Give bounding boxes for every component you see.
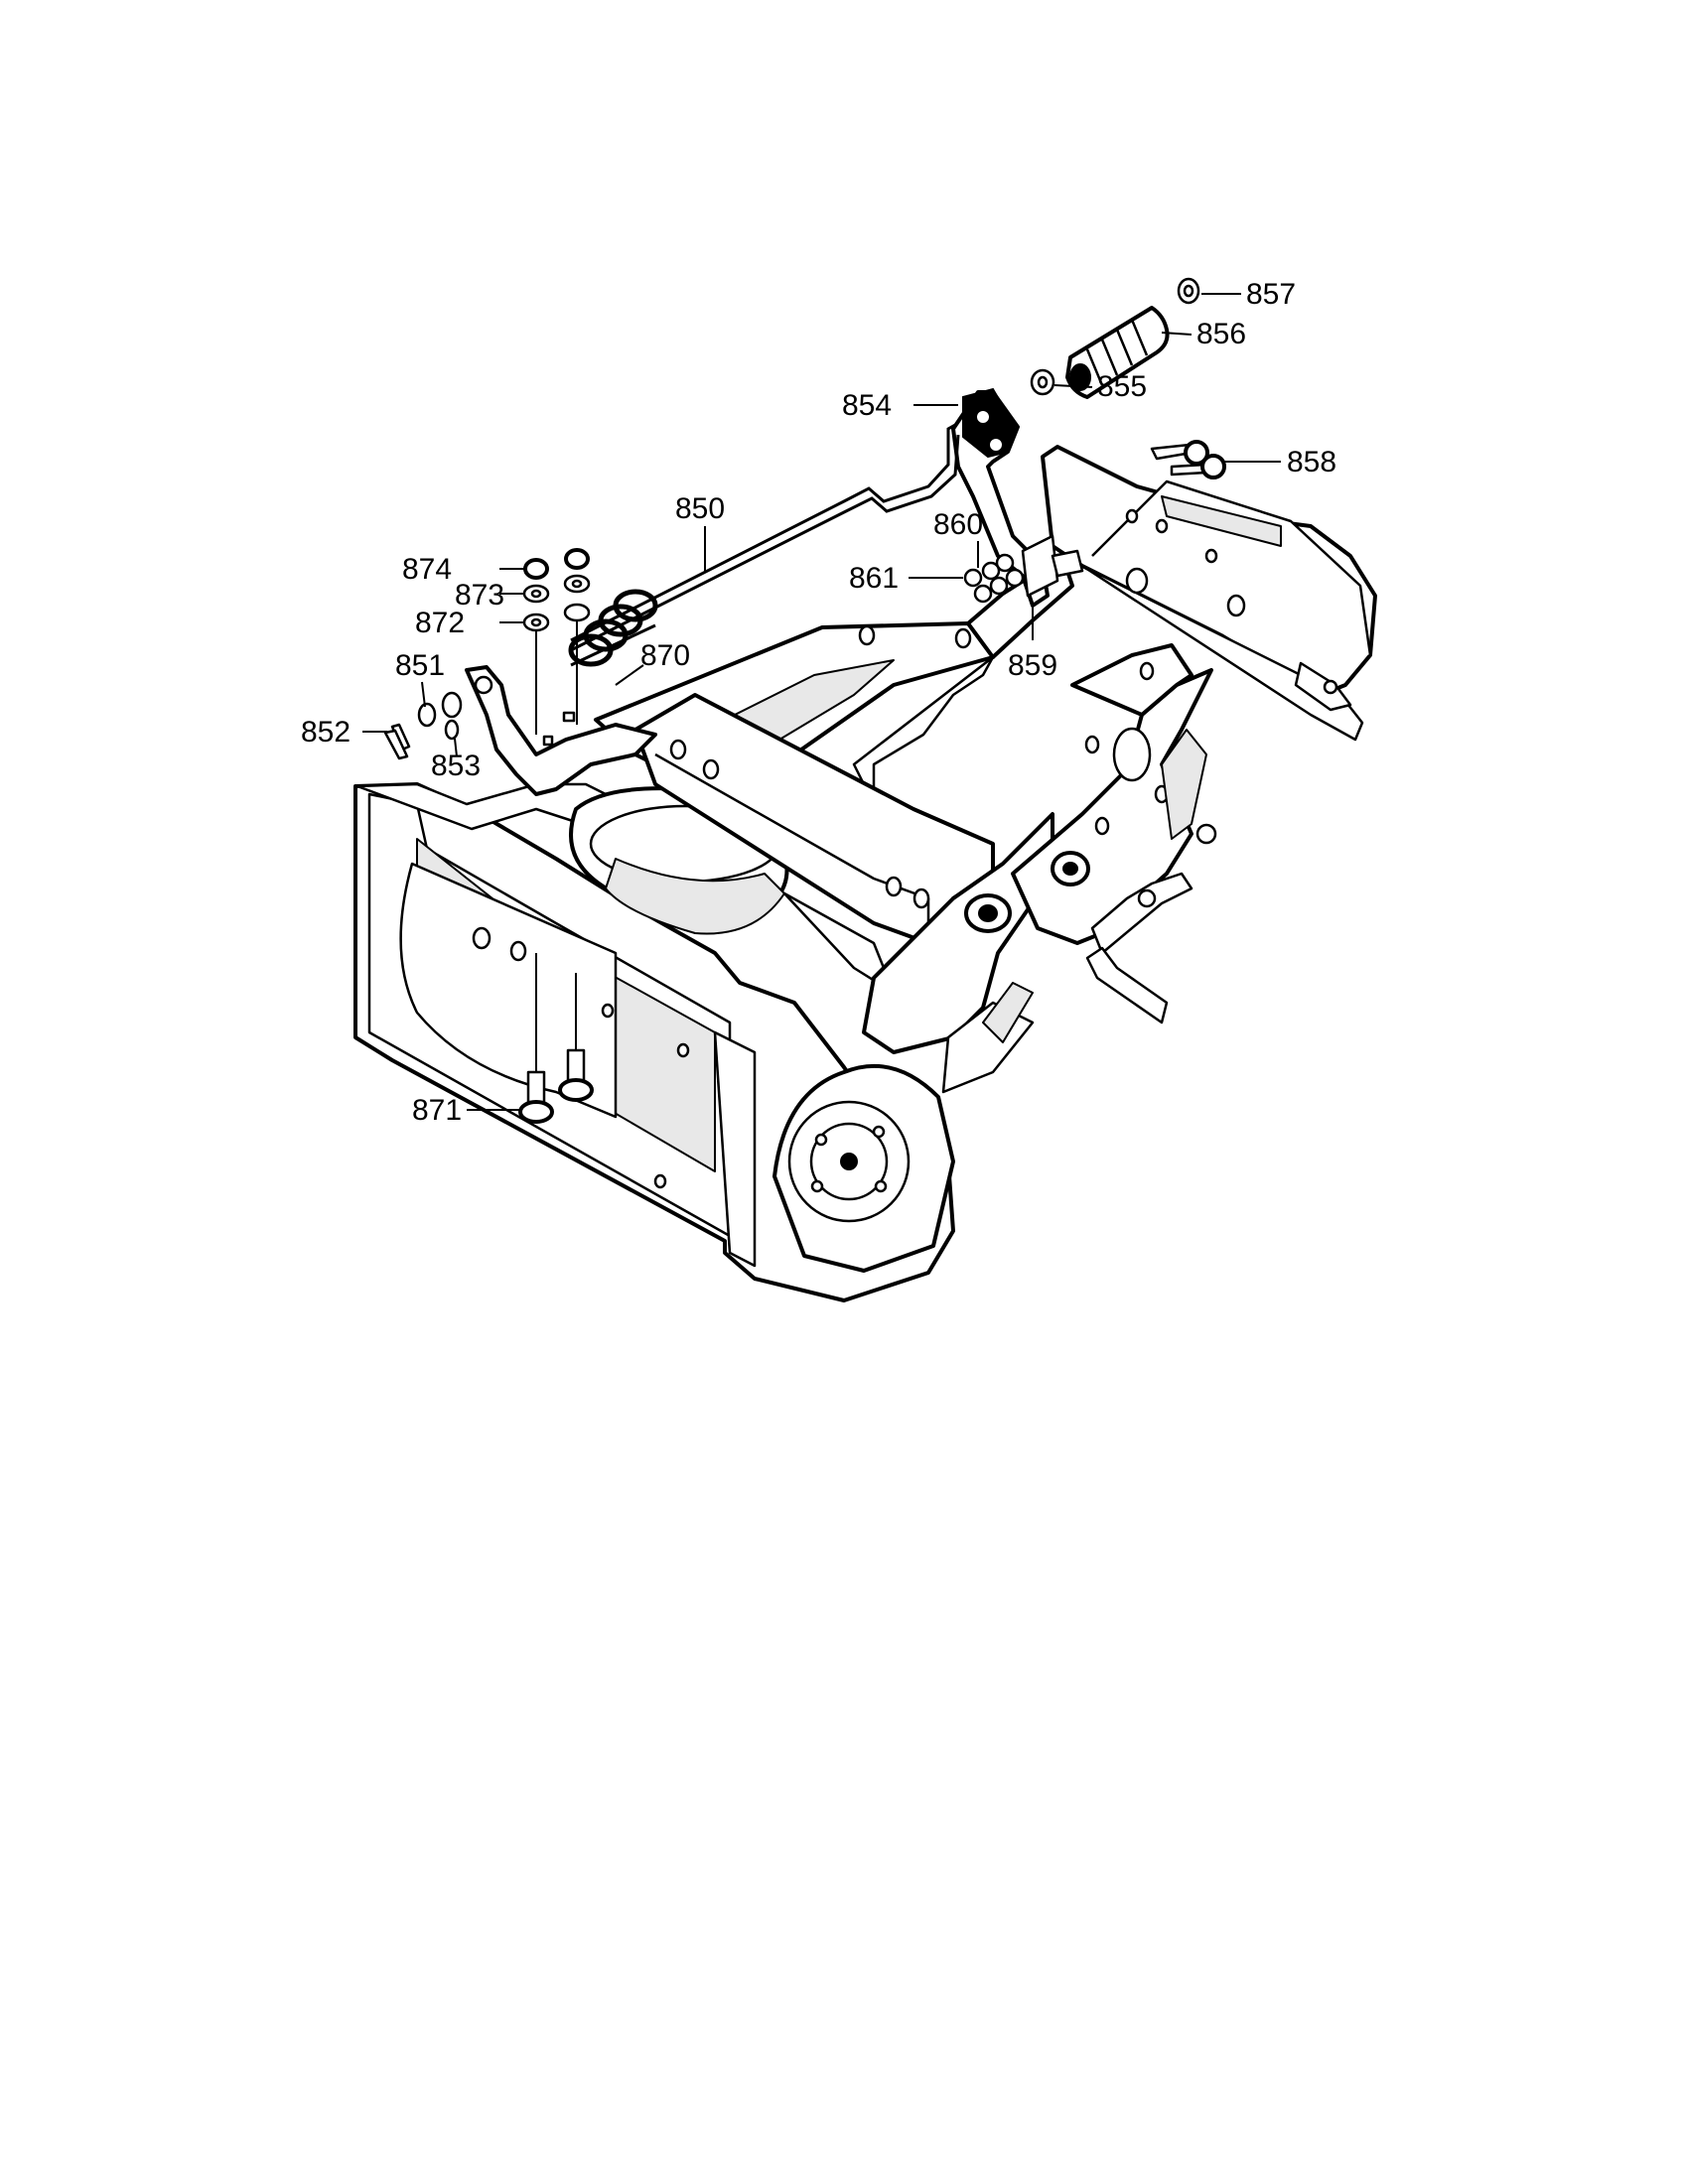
lever-bracket — [951, 387, 1084, 608]
control-rod — [568, 423, 960, 667]
side-plate — [1011, 643, 1217, 1024]
part-label-855: 855 — [1097, 370, 1147, 403]
main-frame — [594, 554, 1074, 1054]
part-label-857: 857 — [1246, 278, 1296, 311]
handle-grip-assembly — [1030, 277, 1200, 399]
hardware-stack — [522, 548, 591, 735]
part-label-851: 851 — [395, 649, 445, 682]
bolts-871 — [518, 953, 594, 1124]
part-label-871: 871 — [412, 1094, 462, 1127]
part-label-850: 850 — [675, 492, 725, 525]
part-label-852: 852 — [301, 716, 351, 749]
part-label-870: 870 — [640, 639, 690, 672]
part-label-858: 858 — [1287, 446, 1336, 478]
spring-bracket — [465, 665, 657, 796]
hardware-860-861 — [963, 553, 1025, 604]
part-labels: 857 856 855 854 858 850 860 874 861 873 … — [301, 278, 1336, 1127]
part-label-853: 853 — [431, 750, 481, 782]
part-label-854: 854 — [842, 389, 892, 422]
part-label-859: 859 — [1008, 649, 1057, 682]
bolts-858 — [1150, 440, 1226, 479]
part-label-872: 872 — [415, 607, 465, 639]
part-label-861: 861 — [849, 562, 899, 595]
handle-bracket — [1041, 445, 1377, 742]
part-label-873: 873 — [455, 579, 504, 612]
leader-lines — [362, 293, 1281, 1111]
part-label-874: 874 — [402, 553, 452, 586]
gear-case — [772, 982, 1035, 1273]
part-label-860: 860 — [933, 508, 983, 541]
clip-hardware — [383, 691, 463, 760]
part-label-856: 856 — [1196, 318, 1246, 350]
